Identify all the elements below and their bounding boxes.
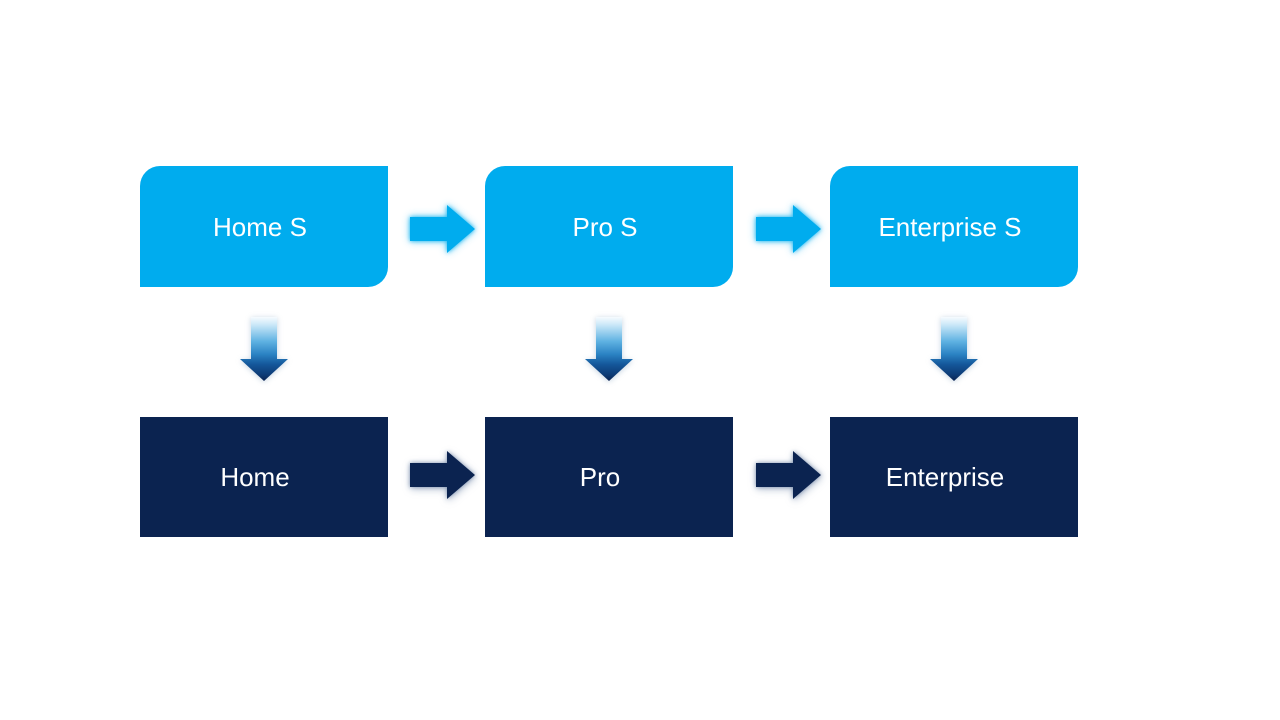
right-arrow-icon: [410, 205, 475, 253]
box-pro-s: Pro S: [485, 166, 733, 287]
box-home-s: Home S: [140, 166, 388, 287]
right-arrow-icon: [410, 451, 475, 499]
box-home-label: Home: [220, 462, 290, 492]
box-enterprise-s: Enterprise S: [830, 166, 1078, 287]
right-arrow-icon: [756, 205, 821, 253]
box-pro-label: Pro: [579, 462, 621, 492]
right-arrow-icon: [756, 451, 821, 499]
box-pro-s-label: Pro S: [572, 211, 638, 242]
down-arrow-icon: [240, 317, 288, 381]
down-arrow-icon: [930, 317, 978, 381]
box-enterprise-label: Enterprise: [885, 462, 1005, 492]
box-home: Home: [140, 417, 388, 537]
down-arrow-icon: [585, 317, 633, 381]
box-enterprise-s-label: Enterprise S: [878, 211, 1022, 242]
box-home-s-label: Home S: [213, 211, 307, 242]
box-pro: Pro: [485, 417, 733, 537]
box-enterprise: Enterprise: [830, 417, 1078, 537]
